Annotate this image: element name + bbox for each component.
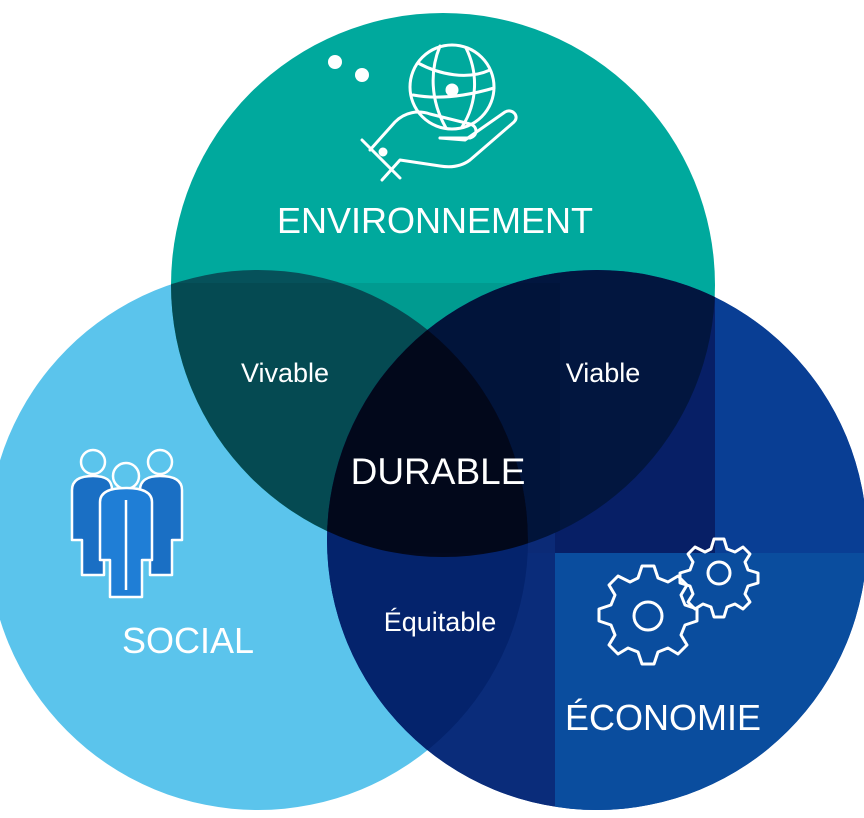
social-label: SOCIAL	[122, 620, 254, 661]
vivable-label: Vivable	[241, 358, 329, 388]
environment-label: ENVIRONNEMENT	[277, 200, 593, 241]
durable-label: DURABLE	[351, 451, 526, 492]
gears-icon	[597, 537, 760, 666]
people-icon	[70, 448, 184, 599]
equitable-label: Équitable	[384, 607, 497, 637]
intersection-center	[327, 270, 528, 557]
globe-hand-icon	[328, 43, 518, 182]
economy-label: ÉCONOMIE	[565, 697, 761, 738]
viable-label: Viable	[566, 358, 641, 388]
